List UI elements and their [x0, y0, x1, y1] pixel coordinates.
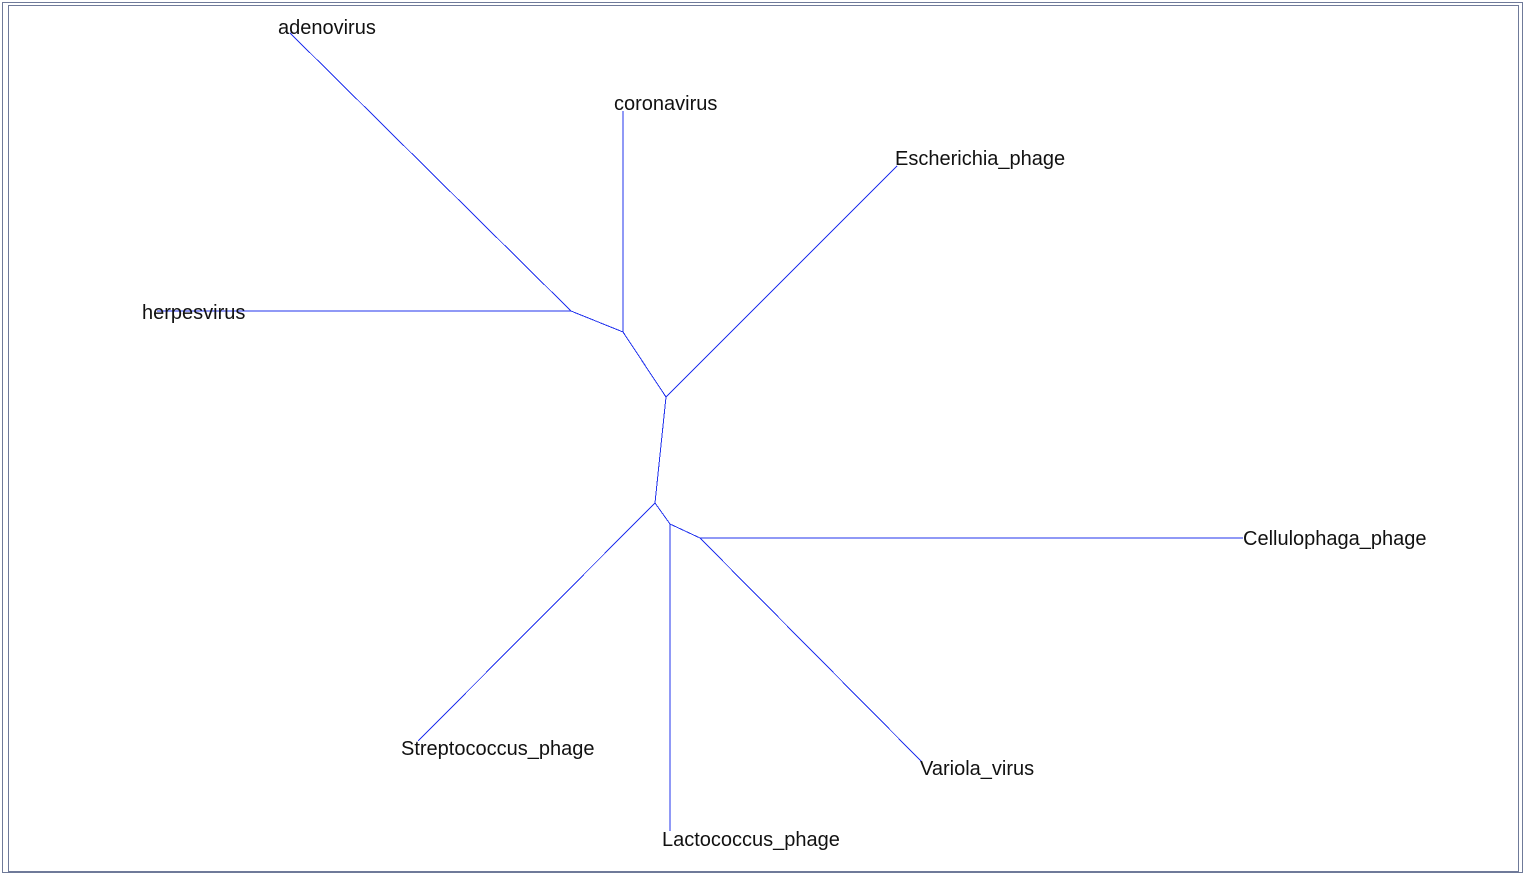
branch-adenovirus: [289, 32, 572, 312]
leaf-label-herpesvirus: herpesvirus: [142, 302, 245, 324]
leaf-labels: adenovirus coronavirus Escherichia_phage…: [142, 17, 1427, 851]
leaf-branches: [157, 32, 1243, 831]
leaf-label-lactococcus: Lactococcus_phage: [662, 829, 840, 851]
branch-lower-subclade: [654, 502, 671, 525]
branch-upper-clade: [622, 331, 667, 398]
branch-root-upper: [654, 396, 667, 504]
leaf-label-variola: Variola_virus: [920, 758, 1034, 780]
leaf-label-adenovirus: adenovirus: [278, 17, 376, 39]
branch-streptococcus: [417, 502, 656, 742]
leaf-label-cellulophaga: Cellulophaga_phage: [1243, 528, 1427, 550]
leaf-label-coronavirus: coronavirus: [614, 93, 717, 115]
leaf-label-streptococcus: Streptococcus_phage: [401, 738, 594, 760]
internal-branches: [570, 310, 701, 539]
branch-escherichia: [665, 165, 898, 398]
inner-frame: [8, 5, 1519, 872]
branch-upper-subclade: [570, 310, 624, 333]
branch-variola: [699, 537, 923, 763]
branch-lower-inner: [669, 523, 701, 539]
leaf-label-escherichia: Escherichia_phage: [895, 148, 1065, 170]
